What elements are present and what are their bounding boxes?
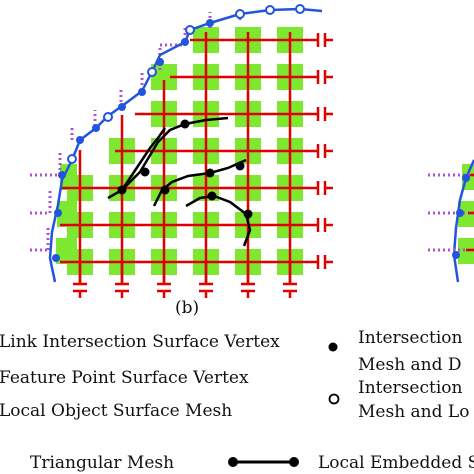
filled-dot-icon — [58, 171, 66, 179]
filled-dot-icon — [52, 254, 60, 262]
filled-dot-icon — [118, 103, 126, 111]
blue-surface-curve — [48, 4, 323, 283]
filled-dot-icon — [76, 136, 84, 144]
open-dot-icon — [147, 67, 157, 77]
capacitor-icon — [115, 262, 129, 298]
open-dot-icon — [295, 4, 305, 14]
legend-link-intersection: Link Intersection Surface Vertex — [0, 332, 280, 352]
legend-icons — [228, 342, 340, 467]
legend-local-object-mesh: Local Object Surface Mesh — [0, 401, 233, 421]
filled-dot-icon — [235, 161, 245, 171]
capacitor-terminals — [73, 33, 333, 298]
capacitor-icon — [316, 144, 333, 158]
legend-intersection-1-line2: Mesh and D — [358, 355, 462, 375]
black-embedded-curve — [185, 194, 252, 247]
green-pad — [60, 164, 77, 190]
filled-dot-icon — [181, 38, 189, 46]
capacitor-icon — [316, 255, 333, 269]
filled-dot-icon — [156, 58, 164, 66]
capacitor-icon — [316, 181, 333, 195]
open-dot-icon — [67, 154, 77, 164]
red-grid-lines — [60, 32, 318, 285]
capacitor-icon — [316, 107, 333, 121]
green-pad — [57, 201, 77, 227]
filled-dot-icon — [289, 457, 299, 467]
legend-intersection-2-line2: Mesh and Lo — [358, 402, 470, 422]
filled-dot-icon — [180, 119, 190, 129]
capacitor-icon — [316, 218, 333, 232]
capacitor-icon — [283, 262, 297, 298]
open-dot-icon — [103, 112, 113, 122]
filled-dot-icon — [117, 185, 127, 195]
filled-dot-icon — [228, 457, 238, 467]
legend-triangular-mesh: Triangular Mesh — [30, 453, 175, 473]
legend-feature-point: Feature Point Surface Vertex — [0, 368, 249, 388]
filled-dot-icon — [456, 209, 464, 217]
open-dot-icon — [185, 25, 195, 35]
filled-dot-icon — [205, 168, 215, 178]
filled-dot-icon — [138, 88, 146, 96]
capacitor-icon — [199, 262, 213, 298]
filled-dot-icon — [54, 209, 62, 217]
polyline-icon — [228, 457, 299, 467]
blue-surface-curve — [48, 7, 323, 283]
open-dot-icon — [328, 393, 340, 405]
capacitor-icon — [157, 262, 171, 298]
capacitor-icon — [316, 33, 333, 47]
open-dot-icon — [265, 5, 275, 15]
capacitor-icon — [316, 70, 333, 84]
legend-local-embedded: Local Embedded S — [318, 453, 474, 473]
filled-dot-icon — [462, 174, 470, 182]
open-dot-icon — [235, 9, 245, 19]
filled-dot-icon — [92, 124, 100, 132]
capacitor-icon — [73, 262, 87, 298]
filled-dot-icon — [140, 167, 150, 177]
filled-dot-icon — [243, 209, 253, 219]
legend-intersection-1-line1: Intersection — [358, 328, 463, 348]
green-pad — [56, 238, 77, 264]
filled-dot-icon — [160, 185, 170, 195]
legend-intersection-2-line1: Intersection — [358, 378, 463, 398]
green-pad — [458, 201, 474, 227]
filled-dot-icon — [207, 191, 217, 201]
black-embedded-curves — [107, 116, 253, 247]
filled-dot-icon — [452, 251, 460, 259]
capacitor-icon — [241, 262, 255, 298]
filled-dot-icon — [328, 342, 338, 352]
panel-label: (b) — [175, 298, 200, 318]
filled-dot-icon — [206, 19, 214, 27]
black-embedded-curve — [120, 127, 167, 191]
right-panel-fragment — [428, 159, 474, 283]
